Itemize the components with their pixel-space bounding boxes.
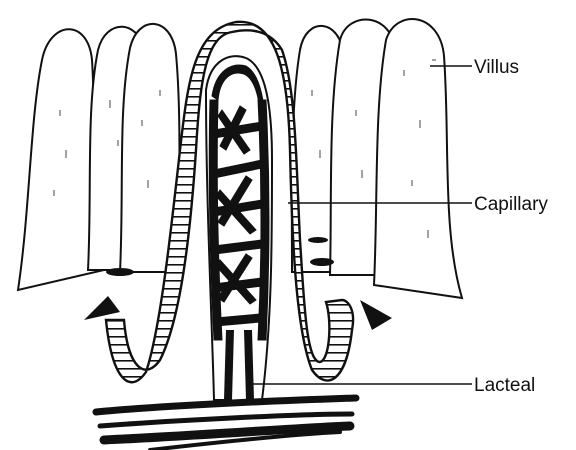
lacteal-vessel bbox=[224, 330, 254, 400]
label-lacteal: Lacteal bbox=[474, 375, 535, 396]
labels: Villus Capillary Lacteal bbox=[474, 57, 548, 396]
background-villi-right bbox=[292, 19, 462, 298]
base-vessels bbox=[96, 398, 356, 450]
background-villi-left bbox=[18, 24, 180, 290]
label-capillary: Capillary bbox=[474, 194, 548, 215]
label-villus: Villus bbox=[474, 57, 519, 78]
